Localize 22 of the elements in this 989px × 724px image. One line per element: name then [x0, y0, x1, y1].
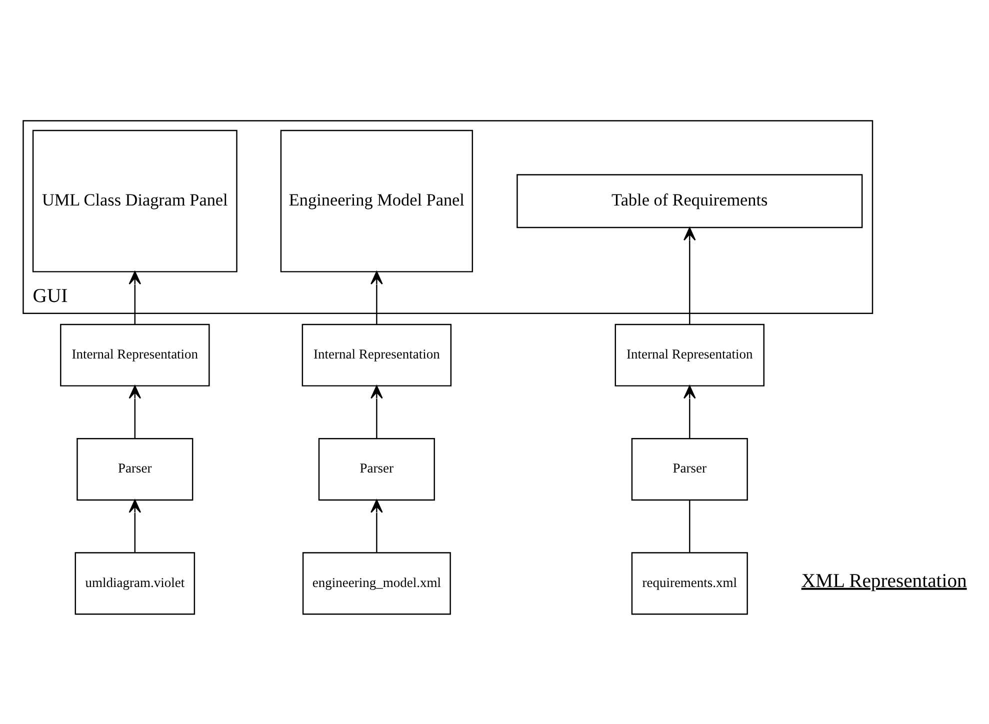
node-box: Parser — [631, 437, 748, 500]
node-box: Internal Representation — [302, 323, 452, 386]
node-box: Engineering Model Panel — [280, 129, 474, 272]
label: XML Representation — [801, 570, 967, 592]
arrow — [128, 384, 142, 438]
arrow — [370, 270, 383, 324]
node-box: requirements.xml — [631, 552, 748, 614]
node-box: Parser — [76, 437, 194, 500]
arrow — [370, 499, 383, 552]
node-box: Internal Representation — [60, 323, 210, 386]
arrow — [370, 384, 383, 438]
arrow — [128, 499, 142, 552]
node-box: engineering_model.xml — [302, 552, 451, 614]
arrow — [684, 226, 696, 324]
node-box: umldiagram.violet — [74, 552, 196, 614]
node-box: Parser — [318, 437, 435, 500]
node-box: Table of Requirements — [516, 174, 863, 228]
arrow — [128, 270, 142, 324]
arrow — [684, 384, 696, 438]
connector — [689, 500, 690, 552]
node-box: UML Class Diagram Panel — [32, 129, 238, 272]
node-box: Internal Representation — [614, 323, 764, 386]
